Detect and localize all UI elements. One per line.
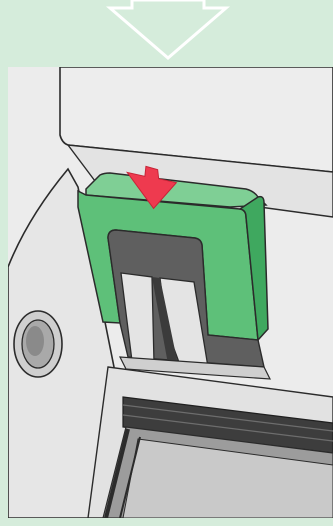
down-arrow-icon — [0, 0, 333, 70]
printer-drawing — [8, 67, 333, 518]
side-knob — [14, 311, 62, 377]
printer-illustration — [8, 67, 333, 518]
